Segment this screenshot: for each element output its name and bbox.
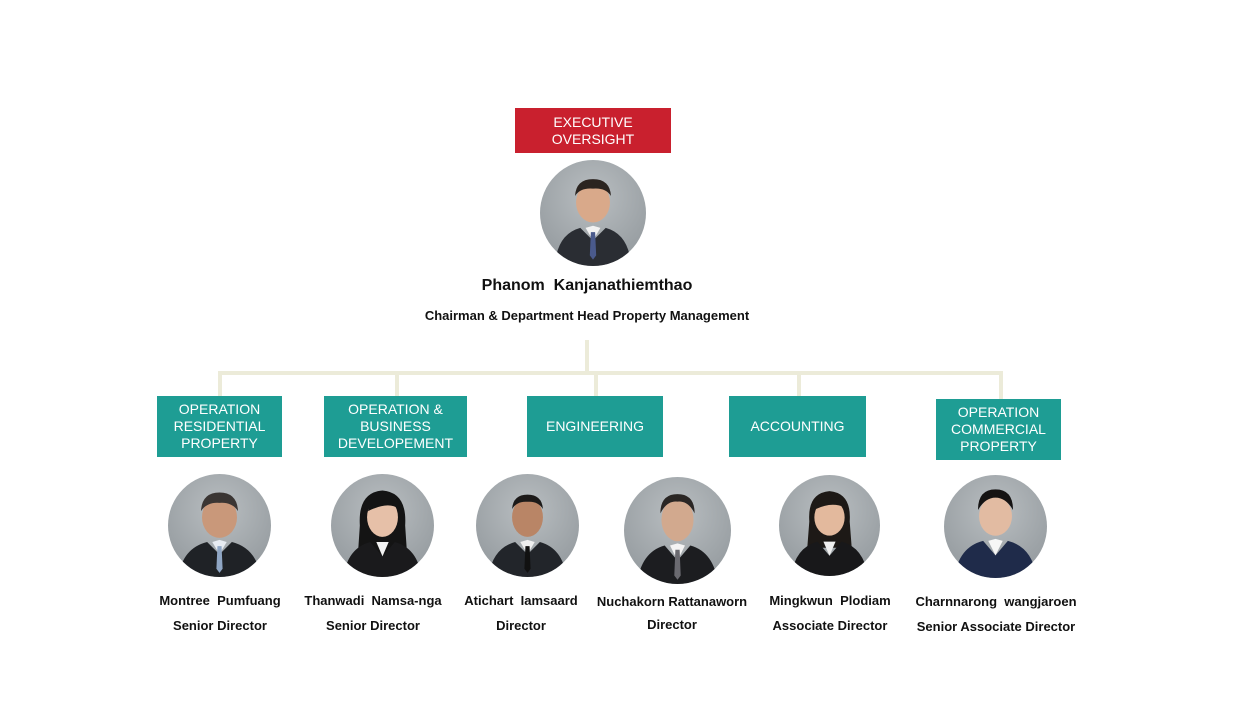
person-name-3: Atichart Iamsaard bbox=[464, 593, 578, 608]
connector-horizontal bbox=[218, 371, 1003, 375]
department-operation-business-development: OPERATION & BUSINESS DEVELOPEMENT bbox=[324, 396, 467, 457]
connector-drop-3 bbox=[594, 371, 598, 397]
person-name-2: Thanwadi Namsa-nga bbox=[304, 593, 442, 608]
department-operation-residential: OPERATION RESIDENTIAL PROPERTY bbox=[157, 396, 282, 457]
department-operation-commercial: OPERATION COMMERCIAL PROPERTY bbox=[936, 399, 1061, 460]
person-avatar-icon bbox=[954, 489, 1037, 578]
connector-drop-2 bbox=[395, 371, 399, 397]
chairman-photo bbox=[540, 160, 646, 266]
person-name-6: Charnnarong wangjaroen bbox=[915, 594, 1077, 609]
department-accounting: ACCOUNTING bbox=[729, 396, 866, 457]
person-title-1: Senior Director bbox=[173, 618, 267, 633]
person-title-2: Senior Director bbox=[326, 618, 420, 633]
person-photo-3 bbox=[476, 474, 579, 577]
person-avatar-icon bbox=[488, 494, 567, 577]
person-avatar-icon bbox=[791, 491, 868, 576]
person-title-3: Director bbox=[496, 618, 546, 633]
person-avatar-icon bbox=[343, 490, 422, 577]
person-name-4: Nuchakorn Rattanaworn bbox=[596, 594, 748, 609]
chairman-title: Chairman & Department Head Property Mana… bbox=[424, 308, 750, 323]
connector-drop-5 bbox=[999, 371, 1003, 399]
connector-drop-4 bbox=[797, 371, 801, 397]
person-photo-1 bbox=[168, 474, 271, 577]
person-avatar-icon bbox=[554, 179, 632, 266]
connector-drop-1 bbox=[218, 371, 222, 397]
person-photo-2 bbox=[331, 474, 434, 577]
person-title-4: Director bbox=[647, 617, 697, 632]
connector-vertical-main bbox=[585, 340, 589, 374]
person-photo-5 bbox=[779, 475, 880, 576]
person-title-5: Associate Director bbox=[772, 618, 888, 633]
person-photo-6 bbox=[944, 475, 1047, 578]
person-photo-4 bbox=[624, 477, 731, 584]
person-name-1: Montree Pumfuang bbox=[159, 593, 281, 608]
executive-oversight-header: EXECUTIVE OVERSIGHT bbox=[515, 108, 671, 153]
person-avatar-icon bbox=[636, 494, 719, 584]
chairman-name: Phanom Kanjanathiemthao bbox=[481, 277, 693, 294]
person-name-5: Mingkwun Plodiam bbox=[769, 593, 891, 608]
person-avatar-icon bbox=[178, 492, 261, 577]
person-title-6: Senior Associate Director bbox=[916, 619, 1076, 634]
department-engineering: ENGINEERING bbox=[527, 396, 663, 457]
